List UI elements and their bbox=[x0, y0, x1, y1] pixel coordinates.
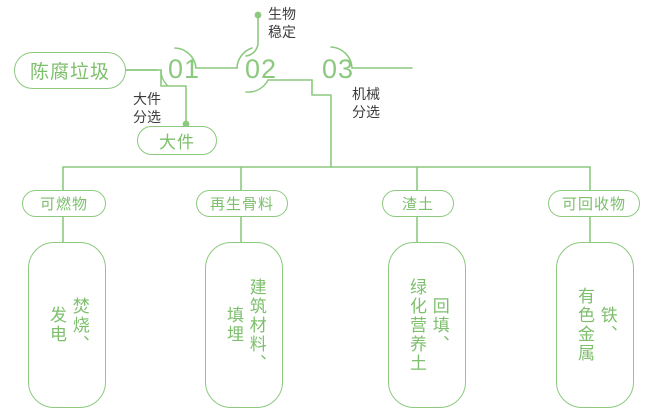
node-category-recyclable[interactable]: 可回收物 bbox=[548, 190, 640, 217]
wire-step2-to-bio-label bbox=[252, 22, 262, 48]
annotation-bulky-sorting: 大件 分选 bbox=[133, 91, 161, 126]
step-number-03[interactable]: 03 bbox=[322, 54, 355, 84]
annotation-bio-line-2: 稳定 bbox=[268, 23, 296, 40]
annotation-mechanical-sorting: 机械 分选 bbox=[352, 86, 380, 121]
node-category-slag-soil[interactable]: 渣土 bbox=[382, 190, 454, 217]
annotation-bulky-line-1: 大件 bbox=[133, 91, 161, 107]
outcome-box-combustible[interactable]: 焚烧、 发电 bbox=[28, 242, 106, 408]
annotation-bio-stabilization: 生物 稳定 bbox=[268, 6, 296, 41]
outcome-0-col-1: 发电 bbox=[47, 306, 66, 344]
node-root-waste[interactable]: 陈腐垃圾 bbox=[14, 52, 126, 89]
node-output-bulky[interactable]: 大件 bbox=[137, 126, 217, 155]
node-root-label: 陈腐垃圾 bbox=[29, 62, 110, 83]
annotation-mech-line-2: 分选 bbox=[352, 103, 380, 120]
node-category-recycled-aggregate[interactable]: 再生骨料 bbox=[196, 190, 288, 217]
outcome-0-col-0: 焚烧、 bbox=[69, 296, 89, 354]
outcome-1-col-0: 建筑材料、 bbox=[246, 277, 266, 373]
category-label-1: 再生骨料 bbox=[209, 196, 274, 213]
annotation-bulky-line-2: 分选 bbox=[133, 108, 161, 125]
annotation-bio-line-1: 生物 bbox=[268, 6, 296, 22]
outcome-2-col-0: 回填、 bbox=[429, 296, 449, 354]
dot-bio bbox=[254, 11, 262, 19]
outcome-box-slag-soil[interactable]: 回填、 绿化营养土 bbox=[388, 242, 466, 408]
category-label-0: 可燃物 bbox=[39, 196, 88, 213]
node-category-combustible[interactable]: 可燃物 bbox=[22, 190, 106, 217]
wire-step3-to-bar bbox=[311, 79, 332, 168]
outcome-2-col-1: 绿化营养土 bbox=[407, 277, 426, 373]
category-label-2: 渣土 bbox=[401, 196, 434, 213]
step-number-01[interactable]: 01 bbox=[168, 54, 201, 84]
outcome-3-col-0: 铁、 bbox=[597, 306, 617, 344]
node-output-bulky-label: 大件 bbox=[159, 133, 195, 152]
arc-step1-bottom bbox=[160, 69, 169, 87]
step-number-02[interactable]: 02 bbox=[245, 54, 278, 84]
wire-step2-bio-riser bbox=[245, 17, 259, 57]
outcome-1-col-1: 填埋 bbox=[224, 306, 243, 344]
annotation-mech-line-1: 机械 bbox=[352, 86, 380, 102]
outcome-box-recyclable[interactable]: 铁、 有色金属 bbox=[556, 242, 634, 408]
outcome-3-col-1: 有色金属 bbox=[575, 287, 594, 363]
outcome-box-recycled-aggregate[interactable]: 建筑材料、 填埋 bbox=[205, 242, 283, 408]
category-label-3: 可回收物 bbox=[561, 196, 626, 213]
